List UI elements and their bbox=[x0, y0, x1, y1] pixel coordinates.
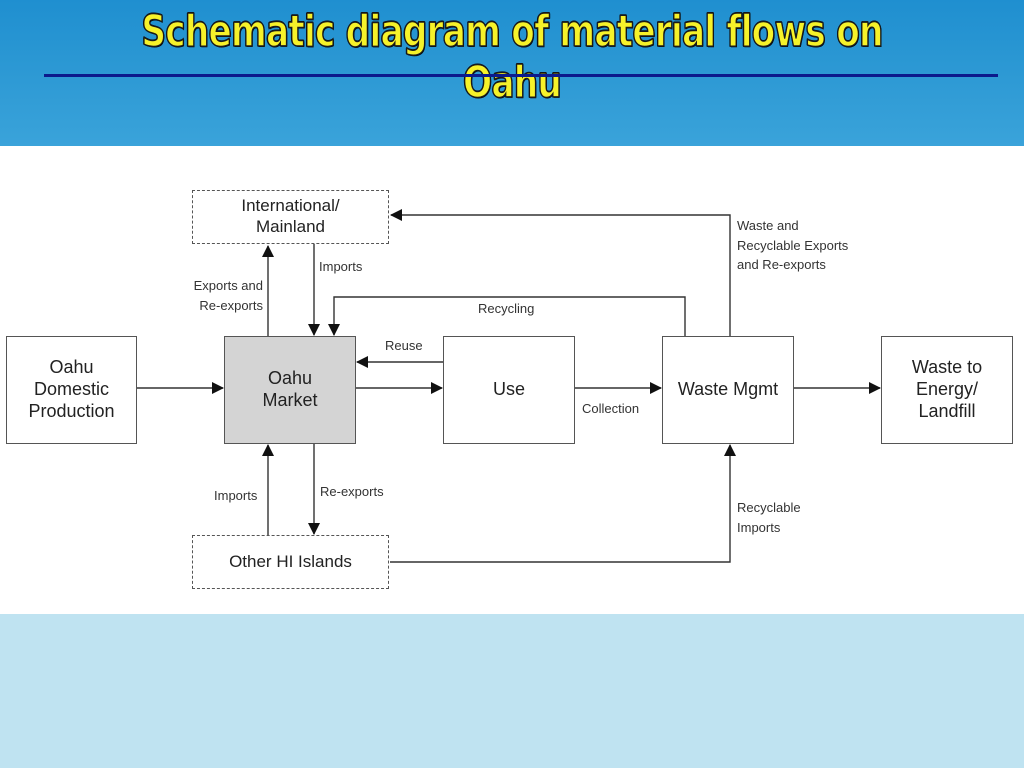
label-imports-islands: Imports bbox=[214, 488, 258, 503]
label-recycling: Recycling bbox=[478, 301, 535, 316]
arrow-recycling bbox=[328, 296, 686, 336]
node-international-mainland: International/ Mainland bbox=[192, 190, 389, 244]
header-banner: Schematic diagram of material flows on O… bbox=[0, 0, 1024, 146]
title-underline bbox=[44, 74, 998, 77]
label-reuse: Reuse bbox=[385, 338, 423, 353]
label-reexports-islands: Re-exports bbox=[320, 484, 384, 499]
node-waste-mgmt: Waste Mgmt bbox=[662, 336, 794, 444]
label-collection: Collection bbox=[582, 401, 640, 416]
node-use: Use bbox=[443, 336, 575, 444]
label-recyclable-imports: Recyclable Imports bbox=[737, 500, 801, 535]
label-exports-reexports: Exports and Re-exports bbox=[193, 278, 263, 313]
page-title: Schematic diagram of material flows on O… bbox=[141, 5, 884, 109]
node-other-hi-islands: Other HI Islands bbox=[192, 535, 389, 589]
arrow-recyclable-imports bbox=[390, 444, 736, 563]
label-imports-international: Imports bbox=[319, 259, 363, 274]
label-waste-recyclable-exports: Waste and Recyclable Exports and Re-expo… bbox=[737, 218, 849, 272]
node-oahu-domestic-production: Oahu Domestic Production bbox=[6, 336, 137, 444]
arrow-waste-exports bbox=[390, 209, 731, 336]
node-oahu-market: Oahu Market bbox=[224, 336, 356, 444]
node-waste-to-energy-landfill: Waste to Energy/ Landfill bbox=[881, 336, 1013, 444]
footer-band bbox=[0, 614, 1024, 768]
